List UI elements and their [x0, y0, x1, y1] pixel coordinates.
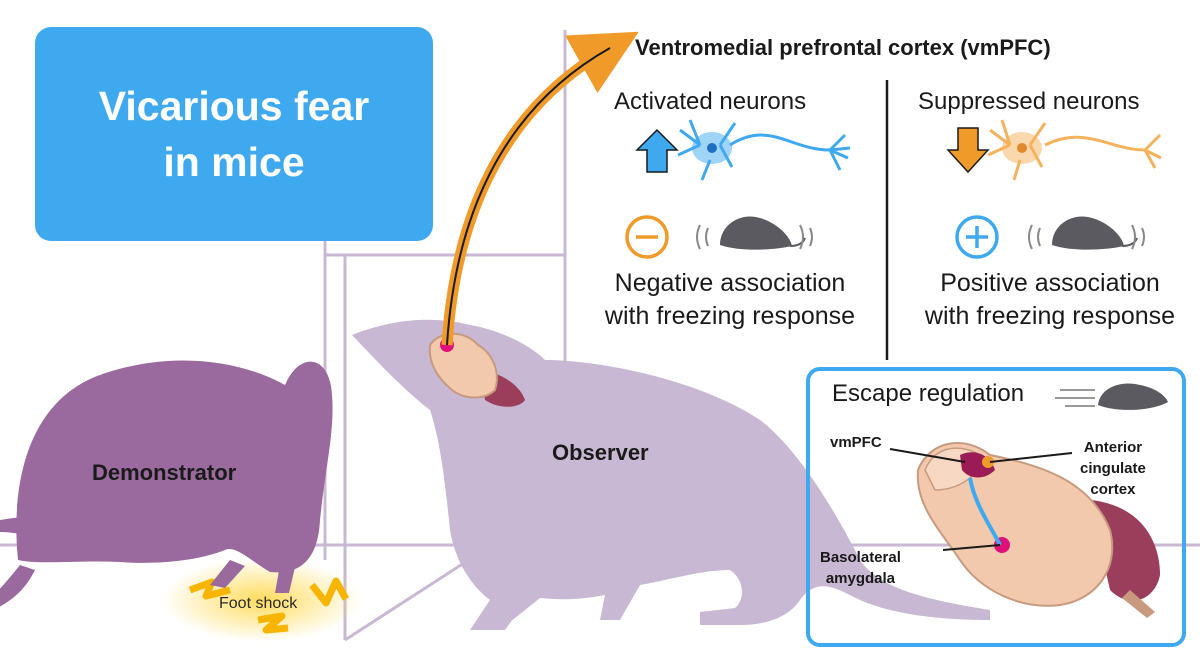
- lightning-bolt-icon: [257, 612, 289, 634]
- activated-neurons-heading: Activated neurons: [614, 88, 807, 115]
- basolateral-amygdala-label: Basolateral amygdala: [820, 549, 901, 587]
- demonstrator-mouse: [0, 360, 333, 607]
- anterior-cingulate-cortex-label: Anterior cingulate cortex: [1080, 439, 1146, 498]
- escape-brain-illustration: [889, 442, 1160, 618]
- title-box: Vicarious fear in mice: [35, 27, 433, 241]
- neuron-icon: [987, 119, 1162, 181]
- activated-neurons-graphic: [635, 119, 851, 181]
- negative-association-text: Negative association with freezing respo…: [604, 269, 856, 330]
- escape-regulation-panel: [806, 367, 1186, 647]
- positive-association-text: Positive association with freezing respo…: [924, 269, 1176, 330]
- neuron-icon: [677, 119, 851, 181]
- foot-shock-label: Foot shock: [219, 595, 298, 612]
- lightning-bolt-icon: [188, 578, 231, 600]
- foot-shock-graphic: [162, 558, 362, 642]
- observer-brain: [428, 332, 525, 407]
- suppressed-neurons-heading: Suppressed neurons: [918, 88, 1140, 115]
- plus-circle-icon: [955, 215, 999, 259]
- escape-regulation-title: Escape regulation: [832, 380, 1025, 407]
- diagram-title: Vicarious fear in mice: [98, 83, 370, 185]
- minus-circle-icon: [625, 215, 669, 259]
- observer-label: Observer: [552, 440, 649, 465]
- freezing-mouse-icon: [1028, 216, 1145, 250]
- suppressed-neurons-graphic: [946, 119, 1162, 181]
- vmpfc-header: Ventromedial prefrontal cortex (vmPFC): [635, 35, 1051, 60]
- up-arrow-icon: [635, 128, 679, 173]
- running-mouse-icon: [1055, 383, 1168, 410]
- freezing-mouse-icon: [696, 216, 813, 250]
- vmpfc-label: vmPFC: [830, 434, 882, 451]
- lightning-bolt-icon: [309, 577, 350, 607]
- down-arrow-icon: [946, 127, 990, 174]
- demonstrator-label: Demonstrator: [92, 460, 237, 485]
